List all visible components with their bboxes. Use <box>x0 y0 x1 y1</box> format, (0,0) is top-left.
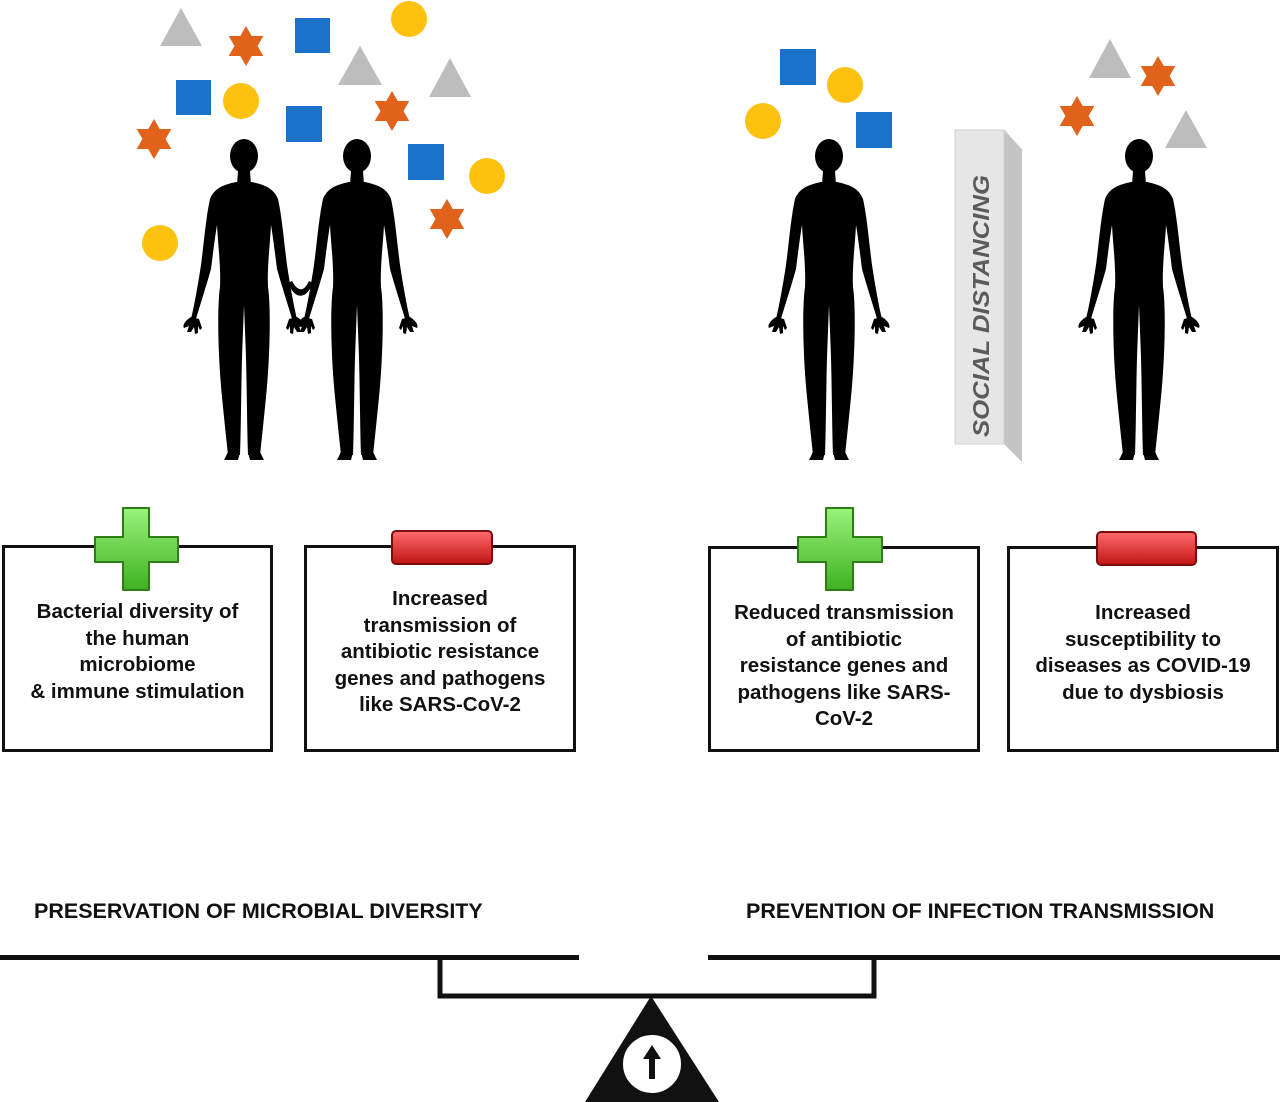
circle-icon <box>469 158 505 194</box>
card-line: diseases as COVID-19 <box>1035 654 1251 677</box>
up-arrow-icon <box>643 1045 661 1079</box>
circle-icon <box>745 103 781 139</box>
triangle-icon <box>338 46 382 85</box>
card-con-susceptibility: Increased susceptibility to diseases as … <box>1007 546 1279 752</box>
minus-icon <box>391 530 493 565</box>
triangle-icon <box>1165 110 1207 148</box>
square-icon <box>176 80 211 115</box>
card-line: genes and pathogens <box>334 666 546 690</box>
card-line: & immune stimulation <box>30 679 245 703</box>
holding-hands <box>288 281 313 296</box>
scale-label-left: PRESERVATION OF MICROBIAL DIVERSITY <box>34 899 483 923</box>
circle-icon <box>391 1 427 37</box>
card-line: due to dysbiosis <box>1062 680 1224 704</box>
social-distancing-wall: SOCIAL DISTANCING <box>953 129 1024 462</box>
card-line: transmission of <box>363 613 517 637</box>
card-line: Bacterial diversity of <box>36 600 239 623</box>
square-icon <box>286 106 322 142</box>
minus-icon <box>1096 531 1197 566</box>
triangle-icon <box>1089 39 1131 78</box>
circle-icon <box>223 83 259 119</box>
triangle-icon <box>160 8 202 46</box>
card-line: like SARS-CoV-2 <box>359 693 521 716</box>
card-line: susceptibility to <box>1064 627 1222 651</box>
circle-icon <box>142 225 178 261</box>
plus-icon <box>94 507 179 591</box>
square-icon <box>856 112 892 148</box>
card-text: Reduced transmission of antibiotic resis… <box>717 600 971 733</box>
circle-icon <box>827 67 863 103</box>
scale-beam-left <box>0 955 579 960</box>
card-line: Increased <box>392 587 488 610</box>
scale-bracket <box>437 960 877 999</box>
card-line: resistance genes and <box>739 654 949 677</box>
card-text: Increased transmission of antibiotic res… <box>313 586 567 719</box>
card-line: Reduced transmission <box>734 601 954 624</box>
balance-scale <box>0 955 1280 1102</box>
scale-label-right: PREVENTION OF INFECTION TRANSMISSION <box>746 899 1215 923</box>
square-icon <box>295 18 330 53</box>
card-line: microbiome <box>79 653 196 676</box>
triangle-icon <box>429 58 471 97</box>
card-text: Bacterial diversity of the human microbi… <box>11 599 264 705</box>
microbes-cluster-right <box>745 39 1207 148</box>
microbes-cluster-left <box>136 1 505 261</box>
social-distancing-label: SOCIAL DISTANCING <box>968 175 994 437</box>
card-line: pathogens like SARS- <box>737 680 951 704</box>
card-line: of antibiotic <box>785 627 903 651</box>
plus-icon <box>797 507 883 591</box>
card-line: CoV-2 <box>814 707 874 730</box>
card-text: Increased susceptibility to diseases as … <box>1016 600 1270 706</box>
card-pro-reduced-transmission: Reduced transmission of antibiotic resis… <box>708 546 980 752</box>
square-icon <box>408 144 444 180</box>
card-line: antibiotic resistance <box>340 640 540 663</box>
scale-beam-right <box>708 955 1280 960</box>
card-line: the human <box>85 626 190 650</box>
square-icon <box>780 49 816 85</box>
card-line: Increased <box>1095 601 1191 624</box>
card-con-transmission: Increased transmission of antibiotic res… <box>304 545 576 752</box>
